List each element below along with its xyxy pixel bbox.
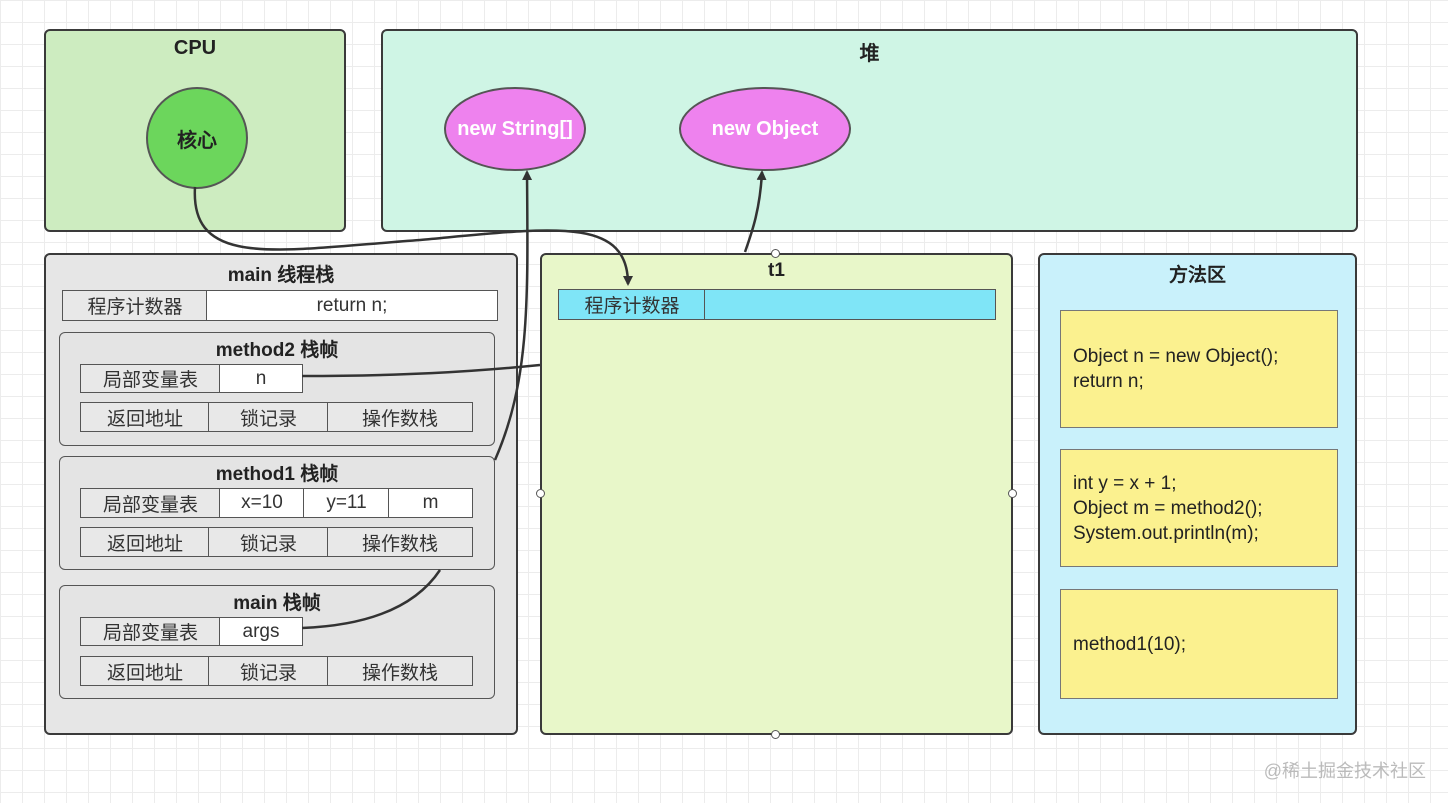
local-var-x[interactable]: x=10 — [219, 488, 305, 518]
local-var-n[interactable]: n — [219, 364, 303, 393]
local-var-args[interactable]: args — [219, 617, 303, 646]
lock-record: 锁记录 — [208, 656, 329, 686]
heap-object-object[interactable]: new Object — [679, 87, 851, 171]
return-address: 返回地址 — [80, 656, 210, 686]
resize-handle-top[interactable] — [771, 249, 780, 258]
method-area-panel: 方法区 Object n = new Object(); return n; i… — [1038, 253, 1357, 735]
main-pc-label: 程序计数器 — [62, 290, 208, 321]
t1-pc-value — [704, 289, 996, 320]
return-address: 返回地址 — [80, 402, 210, 432]
heap-object-label: new Object — [711, 117, 819, 140]
heap-panel: 堆 new String[] new Object — [381, 29, 1358, 232]
cpu-title: CPU — [173, 37, 217, 59]
lock-record: 锁记录 — [208, 527, 329, 557]
main-thread-stack-panel: main 线程栈 程序计数器 return n; method2 栈帧 局部变量… — [44, 253, 518, 735]
locals-label: 局部变量表 — [80, 488, 221, 518]
frame-title: main 栈帧 — [233, 593, 321, 614]
heap-title: 堆 — [859, 43, 880, 65]
heap-object-label: new String[] — [457, 117, 573, 140]
t1-pc-label: 程序计数器 — [558, 289, 706, 320]
code-line: return n; — [1073, 371, 1144, 392]
locals-label: 局部变量表 — [80, 617, 221, 646]
main-frame[interactable]: main 栈帧 局部变量表 args 返回地址 锁记录 操作数栈 — [59, 585, 495, 699]
operand-stack: 操作数栈 — [327, 527, 473, 557]
t1-title: t1 — [768, 260, 785, 281]
frame-title: method1 栈帧 — [215, 464, 339, 485]
method1-code-block[interactable]: int y = x + 1; Object m = method2(); Sys… — [1060, 449, 1338, 567]
code-line: System.out.println(m); — [1073, 522, 1259, 544]
lock-record: 锁记录 — [208, 402, 329, 432]
code-line: int y = x + 1; — [1073, 472, 1177, 494]
resize-handle-right[interactable] — [1008, 489, 1017, 498]
return-address: 返回地址 — [80, 527, 210, 557]
code-line: Object m = method2(); — [1073, 497, 1263, 519]
code-line: method1(10); — [1073, 633, 1187, 655]
t1-thread-panel[interactable]: t1 程序计数器 — [540, 253, 1013, 735]
main-code-block[interactable]: method1(10); — [1060, 589, 1338, 699]
cpu-core[interactable]: 核心 — [146, 87, 248, 189]
local-var-y[interactable]: y=11 — [303, 488, 390, 518]
locals-label: 局部变量表 — [80, 364, 221, 393]
method2-code-block[interactable]: Object n = new Object(); return n; — [1060, 310, 1338, 428]
frame-title: method2 栈帧 — [215, 340, 339, 361]
watermark: @稀土掘金技术社区 — [1263, 761, 1426, 781]
method2-frame[interactable]: method2 栈帧 局部变量表 n 返回地址 锁记录 操作数栈 — [59, 332, 495, 446]
code-line: Object n = new Object(); — [1073, 346, 1279, 367]
heap-object-string-array[interactable]: new String[] — [444, 87, 586, 171]
cpu-core-label: 核心 — [177, 129, 217, 152]
resize-handle-bottom[interactable] — [771, 730, 780, 739]
local-var-m[interactable]: m — [388, 488, 473, 518]
main-pc-value: return n; — [206, 290, 498, 321]
main-stack-title: main 线程栈 — [227, 265, 335, 286]
operand-stack: 操作数栈 — [327, 656, 473, 686]
method-area-title: 方法区 — [1168, 265, 1226, 286]
operand-stack: 操作数栈 — [327, 402, 473, 432]
method1-frame[interactable]: method1 栈帧 局部变量表 x=10 y=11 m 返回地址 锁记录 操作… — [59, 456, 495, 570]
cpu-panel: CPU 核心 — [44, 29, 346, 232]
resize-handle-left[interactable] — [536, 489, 545, 498]
